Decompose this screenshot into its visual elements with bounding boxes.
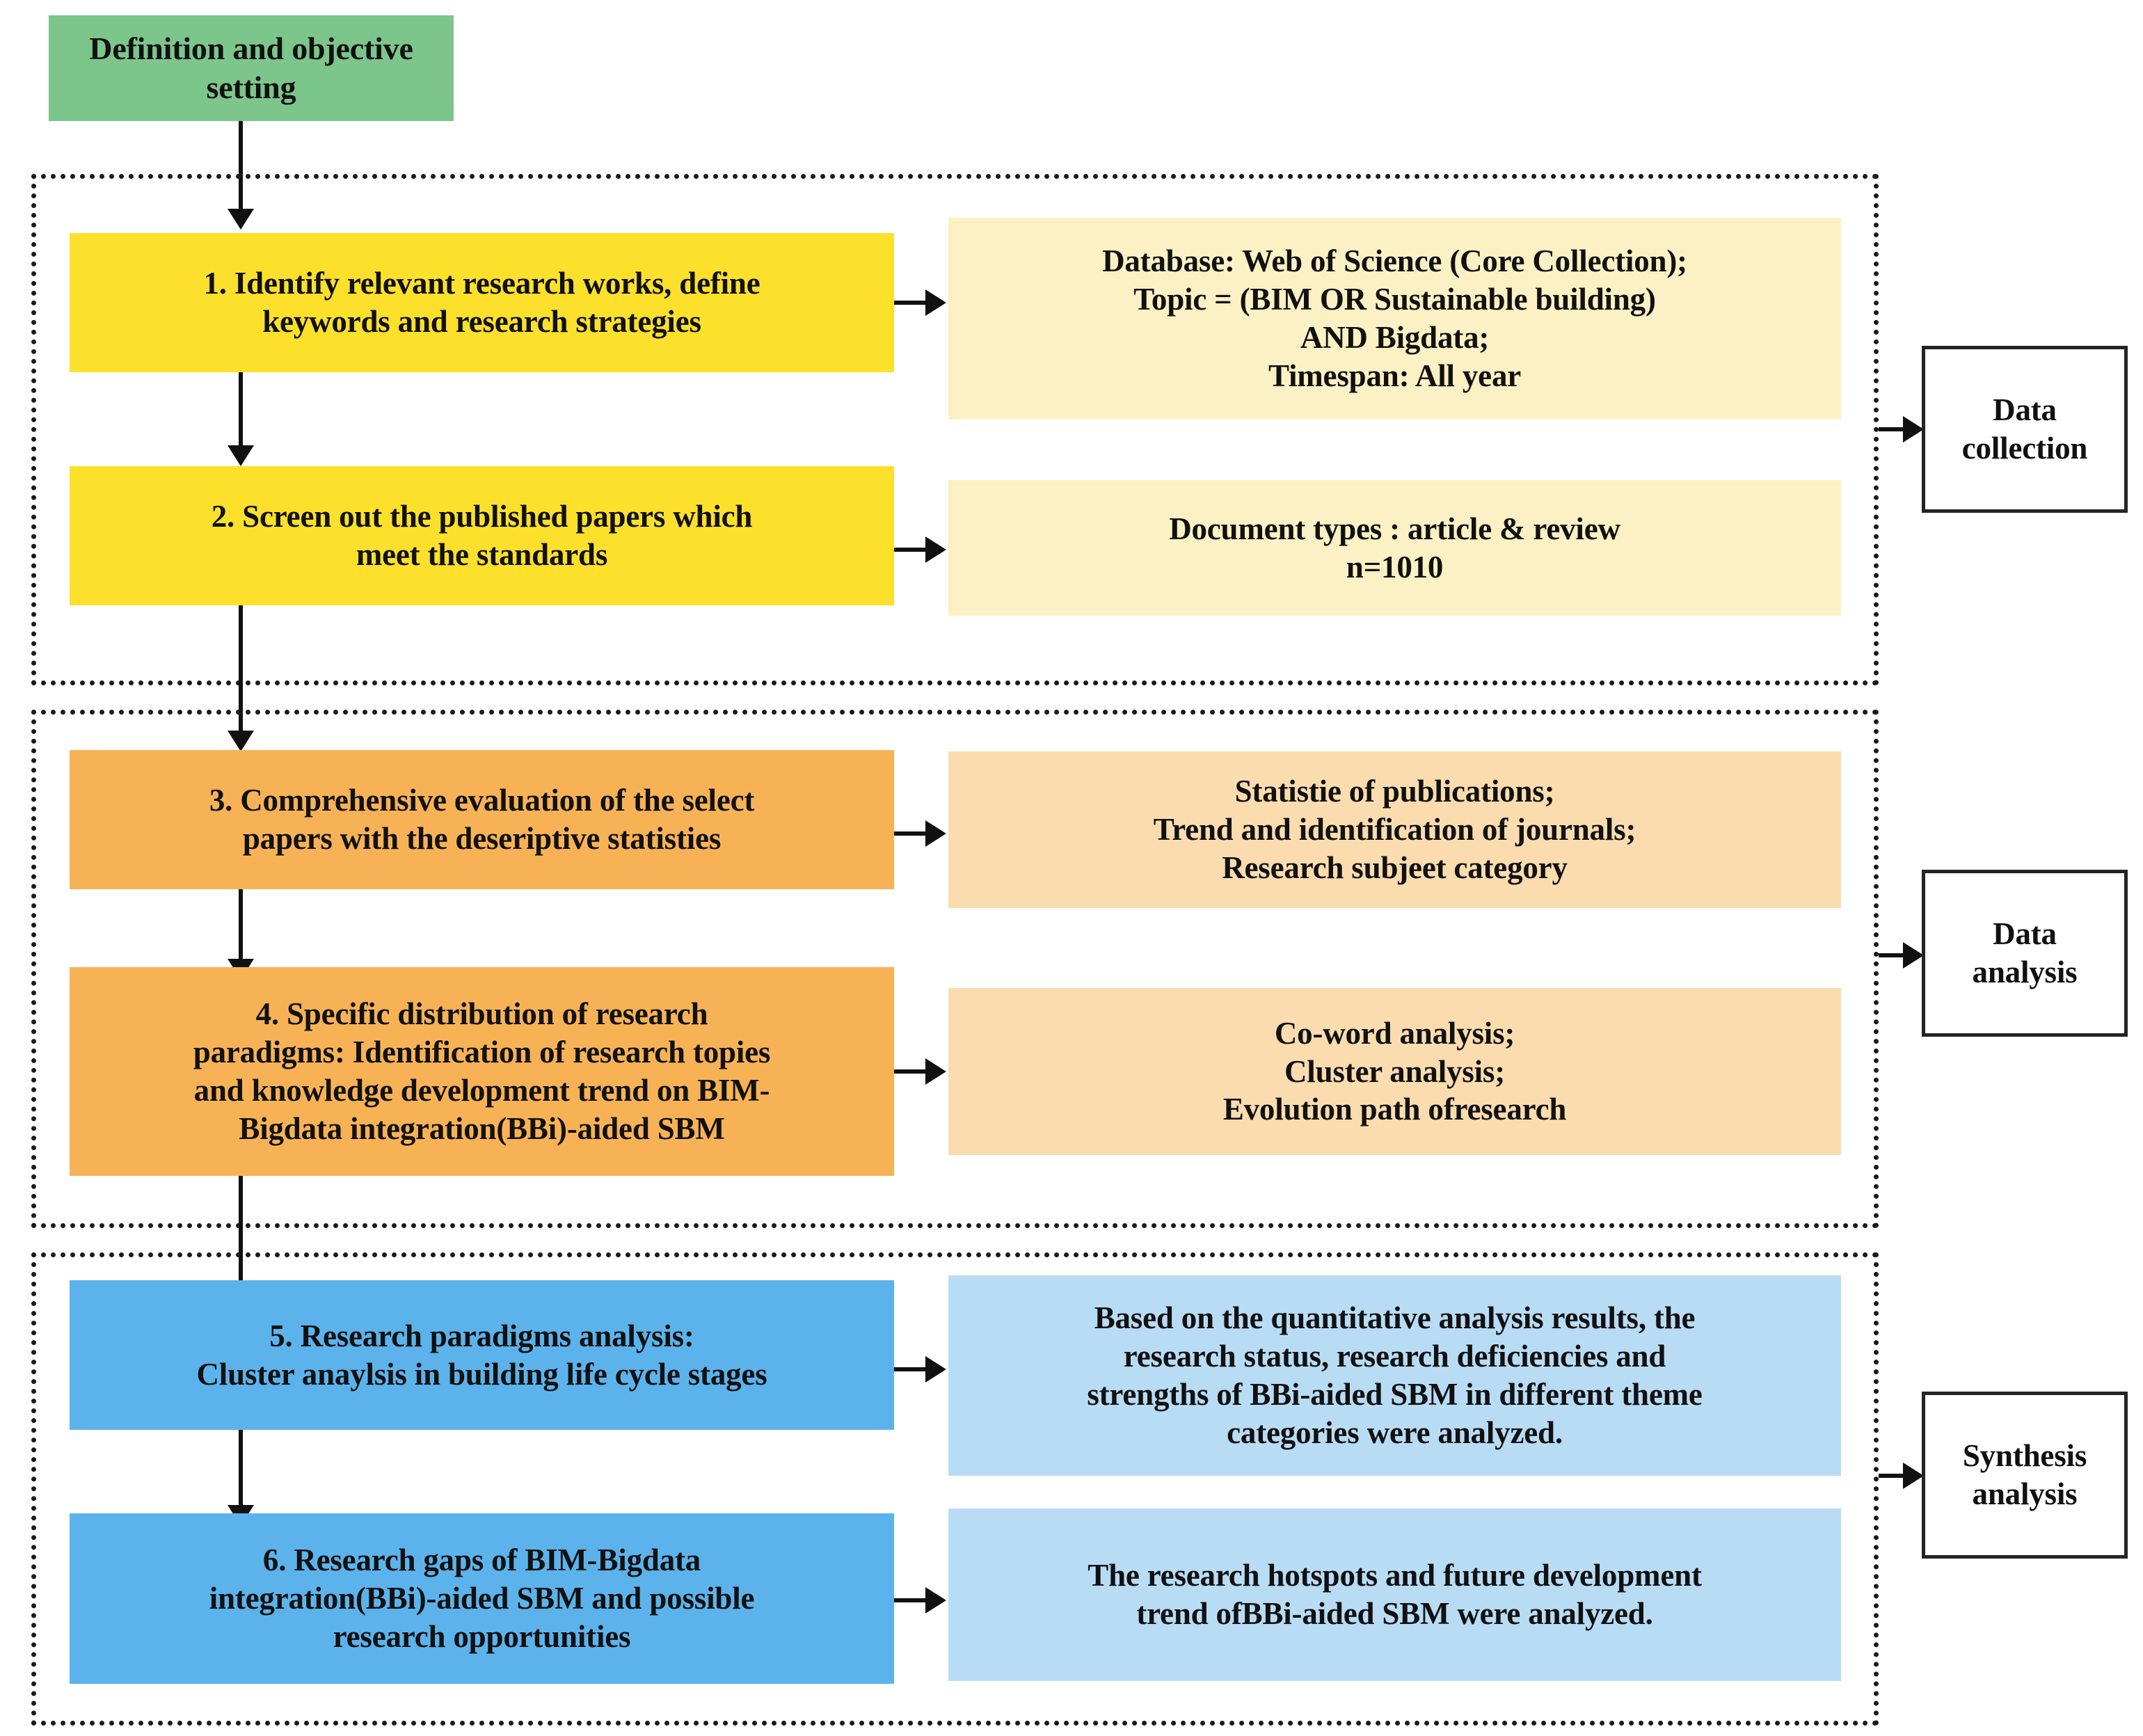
step-6-line-1: 6. Research gaps of BIM-Bigdata bbox=[262, 1543, 701, 1578]
label-data-analysis: Data analysis bbox=[1972, 916, 2078, 989]
detail-6-line-2: trend ofBBi-aided SBM were analyzed. bbox=[1136, 1596, 1653, 1631]
label-data-collection: Data collection bbox=[1961, 392, 2088, 465]
arrowhead-step2-to-step3 bbox=[228, 731, 254, 751]
arrowhead-header-to-step1 bbox=[228, 209, 254, 230]
step-1-line-1: 1. Identify relevant research works, def… bbox=[203, 266, 760, 301]
step-4-line-3: and knowledge development trend on BIM- bbox=[193, 1073, 770, 1108]
step-6-line-3: research opportunities bbox=[333, 1618, 631, 1654]
connector-step1-to-detail1 bbox=[894, 301, 929, 305]
detail-5-line-1: Based on the quantitative analysis resul… bbox=[1094, 1300, 1696, 1336]
arrowhead-step1-to-step2 bbox=[228, 445, 254, 466]
detail-5-line-2: research status, research deficiencies a… bbox=[1123, 1339, 1666, 1374]
step-4-line-1: 4. Specific distribution of research bbox=[255, 996, 708, 1032]
step-box-3[interactable]: 3. Comprehensive evaluation of the selec… bbox=[70, 750, 894, 889]
detail-1-line-2: Topic = (BIM OR Sustainable building) bbox=[1133, 282, 1656, 317]
step-5-line-2: Cluster anaylsis in building life cycle … bbox=[196, 1356, 767, 1392]
connector-step3-to-detail3 bbox=[894, 831, 929, 836]
detail-1-line-1: Database: Web of Science (Core Collectio… bbox=[1102, 244, 1687, 279]
detail-4-line-2: Cluster analysis; bbox=[1284, 1053, 1506, 1089]
detail-3-line-2: Trend and identification of journals; bbox=[1153, 812, 1636, 847]
detail-box-3: Statistie of publications; Trend and ide… bbox=[948, 751, 1841, 908]
step-2-line-2: meet the standards bbox=[356, 537, 608, 572]
connector-step2-to-step3 bbox=[239, 605, 243, 734]
step-2-line-1: 2. Screen out the published papers which bbox=[211, 499, 753, 534]
connector-step6-to-detail6 bbox=[894, 1598, 929, 1602]
detail-4-line-1: Co-word analysis; bbox=[1274, 1015, 1515, 1051]
connector-step5-to-step6 bbox=[239, 1430, 243, 1510]
detail-1-line-3: AND Bigdata; bbox=[1300, 320, 1490, 355]
step-5-line-1: 5. Research paradigms analysis: bbox=[269, 1318, 694, 1353]
detail-box-6: The research hotspots and future develop… bbox=[948, 1508, 1841, 1681]
header-label: Definition and objective setting bbox=[89, 30, 413, 105]
arrowhead-group2-to-label bbox=[1903, 942, 1924, 969]
label-synthesis-analysis: Synthesis analysis bbox=[1962, 1438, 2087, 1511]
step-1-line-2: keywords and research strategies bbox=[262, 304, 701, 339]
detail-3-line-3: Research subjeet category bbox=[1222, 850, 1568, 885]
detail-1-line-4: Timespan: All year bbox=[1268, 358, 1522, 393]
detail-2-line-1: Document types : article & review bbox=[1169, 511, 1620, 546]
step-3-line-2: papers with the deseriptive statisties bbox=[242, 821, 722, 856]
step-4-line-4: Bigdata integration(BBi)-aided SBM bbox=[239, 1110, 725, 1146]
step-box-6[interactable]: 6. Research gaps of BIM-Bigdata integrat… bbox=[70, 1513, 894, 1684]
detail-5-line-4: categories were analyzed. bbox=[1227, 1415, 1563, 1450]
group-data-analysis bbox=[31, 710, 1879, 1228]
connector-step4-to-step5 bbox=[239, 1176, 243, 1305]
step-box-4[interactable]: 4. Specific distribution of research par… bbox=[70, 967, 894, 1176]
label-box-synthesis-analysis: Synthesis analysis bbox=[1922, 1392, 2128, 1559]
step-6-line-2: integration(BBi)-aided SBM and possible bbox=[209, 1581, 755, 1616]
connector-header-to-step1 bbox=[239, 121, 243, 213]
step-3-line-1: 3. Comprehensive evaluation of the selec… bbox=[209, 783, 755, 818]
detail-6-line-1: The research hotspots and future develop… bbox=[1088, 1558, 1702, 1593]
arrowhead-step2-to-detail2 bbox=[925, 536, 946, 563]
connector-step5-to-detail5 bbox=[894, 1367, 929, 1371]
detail-5-line-3: strengths of BBi-aided SBM in different … bbox=[1087, 1377, 1703, 1412]
group-synthesis-analysis bbox=[31, 1252, 1879, 1726]
connector-step2-to-detail2 bbox=[894, 548, 929, 552]
connector-step1-to-step2 bbox=[239, 372, 243, 449]
detail-4-line-3: Evolution path ofresearch bbox=[1222, 1092, 1567, 1127]
detail-box-4: Co-word analysis; Cluster analysis; Evol… bbox=[948, 988, 1841, 1155]
detail-box-5: Based on the quantitative analysis resul… bbox=[948, 1275, 1841, 1476]
detail-2-line-2: n=1010 bbox=[1346, 549, 1444, 584]
connector-group2-to-label bbox=[1879, 953, 1910, 957]
step-box-5[interactable]: 5. Research paradigms analysis: Cluster … bbox=[70, 1280, 894, 1430]
arrowhead-group3-to-label bbox=[1903, 1463, 1924, 1489]
detail-3-line-1: Statistie of publications; bbox=[1234, 774, 1555, 809]
step-4-line-2: paradigms: Identification of research to… bbox=[193, 1035, 771, 1070]
arrowhead-step6-to-detail6 bbox=[925, 1587, 946, 1614]
connector-group3-to-label bbox=[1879, 1474, 1910, 1478]
arrowhead-step1-to-detail1 bbox=[925, 289, 946, 316]
arrowhead-step4-to-detail4 bbox=[925, 1058, 946, 1085]
arrowhead-step3-to-detail3 bbox=[925, 820, 946, 847]
connector-step4-to-detail4 bbox=[894, 1069, 929, 1074]
arrowhead-step5-to-detail5 bbox=[925, 1356, 946, 1383]
detail-box-2: Document types : article & review n=1010 bbox=[948, 480, 1841, 616]
label-box-data-analysis: Data analysis bbox=[1922, 870, 2128, 1037]
label-box-data-collection: Data collection bbox=[1922, 346, 2128, 513]
connector-step3-to-step4 bbox=[239, 889, 243, 962]
step-box-2[interactable]: 2. Screen out the published papers which… bbox=[70, 466, 894, 605]
detail-box-1: Database: Web of Science (Core Collectio… bbox=[948, 218, 1841, 420]
arrowhead-group1-to-label bbox=[1903, 416, 1924, 443]
group-data-collection bbox=[31, 174, 1879, 685]
connector-group1-to-label bbox=[1879, 427, 1910, 431]
step-box-1[interactable]: 1. Identify relevant research works, def… bbox=[70, 233, 894, 372]
header-box-definition-and-objective-setting: Definition and objective setting bbox=[49, 15, 454, 121]
